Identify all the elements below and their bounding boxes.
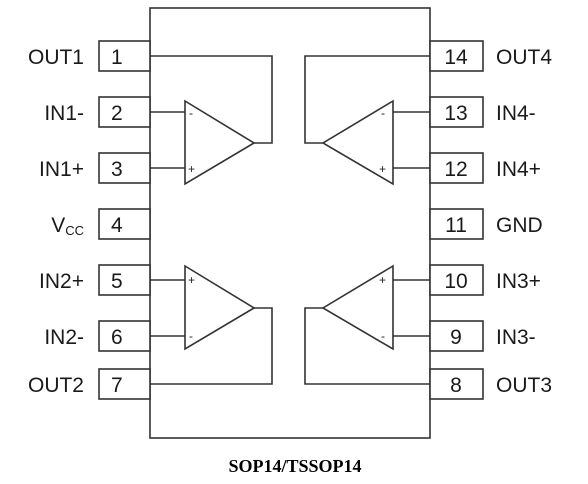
pin-7-box [98,368,151,400]
pin-14-name: OUT4 [496,46,552,69]
pin-13-box [429,96,484,128]
pin-12-box [429,152,484,184]
op-amp-4-minus: - [381,106,385,120]
pin-11-box [429,208,484,240]
pin-7-number: 7 [111,374,123,397]
op-amp-3-minus: - [381,329,385,343]
pin-12-number: 12 [444,158,467,181]
pin-10-name: IN3+ [496,270,541,293]
op-amp-1-triangle [184,99,256,186]
pin-4-name-main: V [51,214,65,237]
pin-14-number: 14 [444,46,468,69]
pin-10-number: 10 [444,270,467,293]
op-amp-1: - + [150,55,273,186]
ic-body [149,7,431,439]
op-amp-2-triangle [184,264,256,351]
pin-8-number: 8 [450,374,462,397]
pin-1-number: 1 [111,46,123,69]
op-amp-2-wires [150,279,273,385]
pin-1-name: OUT1 [28,46,84,69]
op-amp-4-triangle [321,99,394,186]
pin-4-box [98,208,151,240]
pin-5-box [98,264,151,296]
pin-13-number: 13 [444,102,467,125]
op-amp-4-wires [304,55,430,169]
pin-8-name: OUT3 [496,374,552,397]
pin-9-number: 9 [450,326,462,349]
op-amp-2: + - [150,264,273,385]
pin-8-box [429,368,484,400]
op-amp-3-plus: + [379,273,386,287]
pin-1-box [98,40,151,72]
op-amp-1-plus: + [188,162,195,176]
pin-6-number: 6 [111,326,123,349]
pin-4-number: 4 [111,214,123,237]
pin-3-box [98,152,151,184]
pin-4-name-sub: CC [65,223,84,238]
pin-10-box [429,264,484,296]
pin-12-name: IN4+ [496,158,541,181]
op-amp-3-wires [304,279,430,385]
op-amp-3: + - [304,264,430,385]
pin-2-box [98,96,151,128]
pin-11-number: 11 [445,214,467,237]
op-amp-4-plus: + [379,162,386,176]
pin-7-name: OUT2 [28,374,84,397]
pin-3-name: IN1+ [39,158,84,181]
op-amp-2-minus: - [189,329,193,343]
op-amp-2-plus: + [188,273,195,287]
pin-5-number: 5 [111,270,123,293]
pin-6-box [98,320,151,352]
op-amp-1-wires [150,55,273,169]
op-amp-1-minus: - [189,106,193,120]
pin-9-name: IN3- [496,326,536,349]
pin-2-number: 2 [111,102,123,125]
pin-6-name: IN2- [44,326,84,349]
pin-13-name: IN4- [496,102,536,125]
op-amp-4: - + [304,55,430,186]
pin-4-name: VCC [51,214,84,238]
pin-3-number: 3 [111,158,123,181]
left-pin-column: 1 2 3 4 5 6 7 OUT1 IN1- IN1+ VCC IN2+ IN… [28,40,151,400]
op-amp-3-triangle [321,264,394,351]
pin-2-name: IN1- [44,102,84,125]
right-pin-column: 14 13 12 11 10 9 8 OUT4 IN4- IN4+ GND IN… [429,40,552,400]
pin-5-name: IN2+ [39,270,84,293]
package-caption: SOP14/TSSOP14 [228,456,361,476]
pin-11-name: GND [496,214,543,237]
